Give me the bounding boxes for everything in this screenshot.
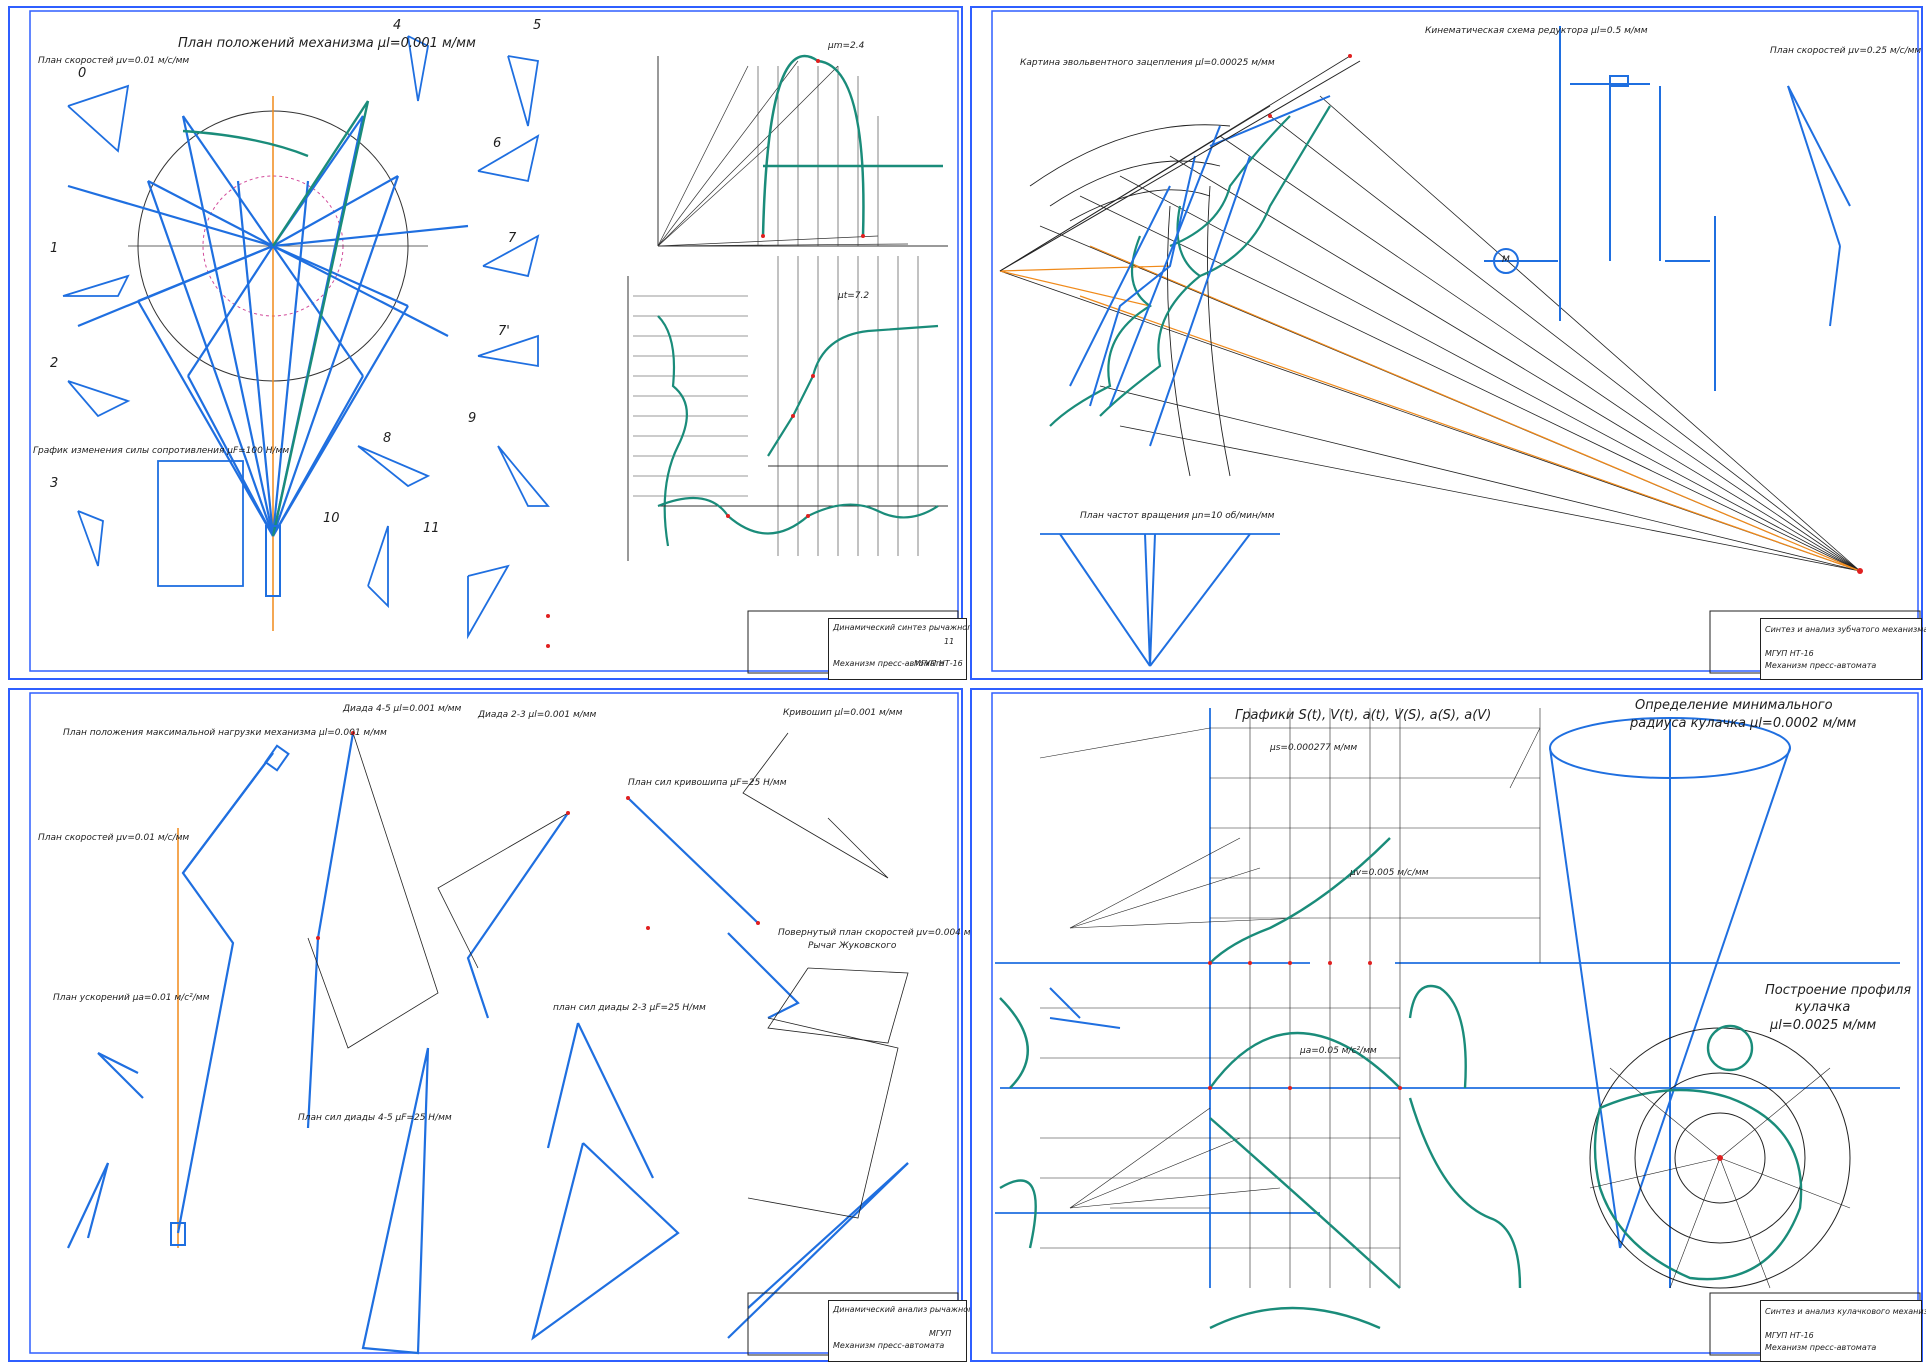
sheet2-title-speeds: План скоростей μv=0.25 м/с/мм (1770, 46, 1922, 56)
stamp-name: Механизм пресс-автомата (1765, 661, 1877, 670)
sheet3-title-accels: План ускорений μa=0.01 м/с²/мм (53, 993, 210, 1003)
sheet2-title-frequencies: План частот вращения μn=10 об/мин/мм (1080, 511, 1275, 521)
sheet1-title-force: График изменения силы сопротивления μF=1… (33, 446, 290, 456)
sheet3-title-forces45: План сил диады 4-5 μF=25 Н/мм (298, 1113, 452, 1123)
sheet1-stamp: Динамический синтез рычажного механизма … (828, 618, 1025, 680)
sheet3-title-rotated-2: Рычаг Жуковского (808, 941, 897, 951)
sheet-2-drawing (970, 6, 1923, 680)
position-number: 6 (493, 136, 502, 151)
sheet1-mu-t: μt=7.2 (838, 291, 870, 301)
sheet2-motor-label: M (1502, 255, 1510, 265)
position-number: 5 (533, 18, 542, 33)
sheet-2-gear-synthesis: Кинематическая схема редуктора μl=0.5 м/… (970, 6, 1926, 680)
sheet-4-drawing (970, 688, 1923, 1362)
stamp-sheet: 11 (944, 637, 955, 646)
stamp-code: МГУП НТ-16 (1765, 1331, 1814, 1340)
sheet3-title-rotated: Повернутый план скоростей μv=0.004 м/с/м… (778, 928, 996, 938)
stamp-title: Динамический синтез рычажного механизма (833, 623, 1026, 632)
sheet2-title-engagement: Картина эвольвентного зацепления μl=0.00… (1020, 58, 1275, 68)
sheet-1-drawing (8, 6, 963, 680)
position-number: 7' (498, 324, 510, 339)
stamp-name: Механизм пресс-автомата (1765, 1343, 1877, 1352)
stamp-name: Механизм пресс-автомата (833, 659, 945, 668)
sheet1-title-positions: План положений механизма μl=0.001 м/мм (178, 36, 476, 51)
position-number: 1 (50, 241, 59, 256)
sheet-1-lever-synthesis: План положений механизма μl=0.001 м/мм П… (8, 6, 1025, 680)
sheet1-mu-m: μm=2.4 (828, 41, 865, 51)
position-number: 2 (50, 356, 59, 371)
sheet3-title-forces23: план сил диады 2-3 μF=25 Н/мм (553, 1003, 706, 1013)
stamp-title: Динамический анализ рычажного механизма (833, 1305, 1026, 1314)
stamp-name: Механизм пресс-автомата (833, 1341, 945, 1350)
sheet4-mu-v: μv=0.005 м/с/мм (1350, 868, 1429, 878)
sheet2-stamp: Синтез и анализ зубчатого механизма Меха… (1760, 618, 1926, 680)
position-number: 10 (323, 511, 340, 526)
position-number: 8 (383, 431, 392, 446)
sheet3-title-crank: Кривошип μl=0.001 м/мм (783, 708, 903, 718)
position-number: 0 (78, 66, 87, 81)
sheet4-title-profile-2: кулачка (1795, 1000, 1851, 1015)
sheet-3-drawing (8, 688, 963, 1362)
sheet4-title-minradius-2: радиуса кулачка μl=0.0002 м/мм (1630, 716, 1857, 731)
sheet3-title-group23: Диада 2-3 μl=0.001 м/мм (478, 710, 597, 720)
position-number: 11 (423, 521, 440, 536)
position-number: 3 (50, 476, 59, 491)
sheet4-title-profile-3: μl=0.0025 м/мм (1770, 1018, 1877, 1033)
position-number: 4 (393, 18, 402, 33)
sheet1-title-speeds: План скоростей μv=0.01 м/с/мм (38, 56, 190, 66)
sheet3-title-position: План положения максимальной нагрузки мех… (63, 728, 387, 738)
sheet-4-cam-synthesis: Графики S(t), V(t), a(t), V(S), a(S), a(… (970, 688, 1926, 1362)
sheet2-title-kinematic: Кинематическая схема редуктора μl=0.5 м/… (1425, 26, 1648, 36)
stamp-title: Синтез и анализ зубчатого механизма (1765, 625, 1926, 634)
sheet3-title-group45: Диада 4-5 μl=0.001 м/мм (343, 704, 462, 714)
stamp-code: МГУП (929, 1329, 952, 1338)
sheet4-stamp: Синтез и анализ кулачкового механизма Ме… (1760, 1300, 1926, 1362)
stamp-code: МГУП НТ-16 (914, 659, 963, 668)
sheet-3-force-analysis: План положения максимальной нагрузки мех… (8, 688, 1026, 1362)
sheet4-title-profile: Построение профиля (1765, 983, 1912, 998)
sheet3-title-force-crank: План сил кривошипа μF=25 Н/мм (628, 778, 787, 788)
sheet4-mu-s: μs=0.000277 м/мм (1270, 743, 1358, 753)
sheet4-title-minradius: Определение минимального (1635, 698, 1833, 713)
stamp-code: МГУП НТ-16 (1765, 649, 1814, 658)
sheet4-title-graphs: Графики S(t), V(t), a(t), V(S), a(S), a(… (1235, 708, 1492, 723)
sheet3-title-speeds: План скоростей μv=0.01 м/с/мм (38, 833, 190, 843)
position-number: 7 (508, 231, 517, 246)
stamp-title: Синтез и анализ кулачкового механизма (1765, 1307, 1926, 1316)
sheet3-stamp: Динамический анализ рычажного механизма … (828, 1300, 1026, 1362)
sheet4-mu-a: μa=0.05 м/с²/мм (1300, 1046, 1377, 1056)
position-number: 9 (468, 411, 477, 426)
